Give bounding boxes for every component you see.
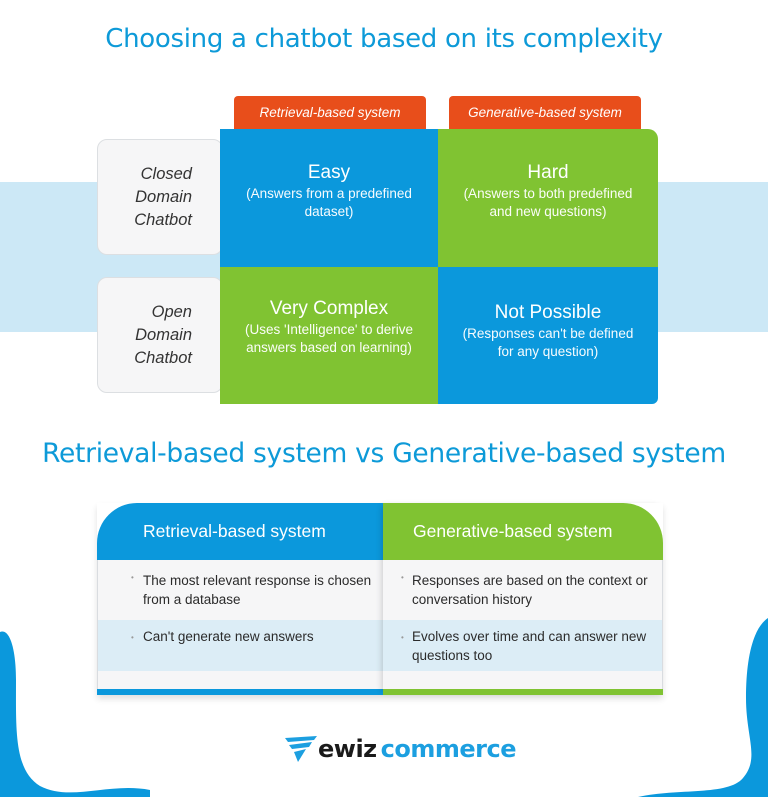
row-label-line: Open [151,302,192,321]
row-label-line: Domain [135,325,192,344]
ewizcommerce-logo: ewiz commerce [284,733,517,765]
cell-heading: Not Possible [494,302,602,323]
logo-text-ewiz: ewiz [318,735,377,763]
point-text: Responses are based on the context or co… [412,573,648,607]
comparison-point: • The most relevant response is chosen f… [97,560,383,620]
comparison-spacer [383,671,663,689]
matrix-cell-hard: Hard (Answers to both predefined and new… [438,129,658,267]
comparison-table: Retrieval-based system • The most releva… [97,503,663,695]
row-label-line: Chatbot [134,348,192,367]
comparison-point: • Can't generate new answers [97,620,383,671]
row-label-line: Chatbot [134,210,192,229]
bullet-icon: • [401,573,404,582]
divider [97,560,98,689]
page-title: Choosing a chatbot based on its complexi… [105,24,663,54]
comparison-spacer [97,671,383,689]
logo-text-commerce: commerce [380,735,517,763]
complexity-matrix: Easy (Answers from a predefined dataset)… [220,129,658,404]
row-label-line: Domain [135,187,192,206]
comparison-point: • Responses are based on the context or … [383,560,663,620]
column-header-generative: Generative-based system [449,96,641,129]
matrix-cell-not-possible: Not Possible (Responses can't be defined… [438,267,658,404]
row-label-line: Closed [140,164,192,183]
bullet-icon: • [131,633,134,642]
column-header-retrieval: Retrieval-based system [234,96,426,129]
comparison-column-retrieval: Retrieval-based system • The most releva… [97,503,383,695]
cell-heading: Easy [307,162,351,183]
comparison-column-generative: Generative-based system • Responses are … [383,503,663,695]
comparison-header-retrieval: Retrieval-based system [97,503,383,560]
wave-decoration-right [638,618,768,797]
point-text: Evolves over time and can answer new que… [412,629,647,663]
cell-description: (Answers from a predefined dataset) [246,186,412,219]
row-label-open-domain: Open Domain Chatbot [97,277,223,393]
cell-description: (Answers to both predefined and new ques… [463,186,633,219]
point-text: Can't generate new answers [143,629,314,644]
bullet-icon: • [131,573,134,582]
cell-description: (Uses 'Intelligence' to derive answers b… [245,322,413,355]
point-text: The most relevant response is chosen fro… [143,573,372,607]
swoosh-icon [285,736,317,762]
comparison-footer-bar [383,689,663,695]
matrix-cell-very-complex: Very Complex (Uses 'Intelligence' to der… [220,267,438,404]
matrix-cell-easy: Easy (Answers from a predefined dataset) [220,129,438,267]
cell-heading: Very Complex [269,298,389,319]
comparison-point: • Evolves over time and can answer new q… [383,620,663,671]
row-label-closed-domain: Closed Domain Chatbot [97,139,223,255]
comparison-header-generative: Generative-based system [383,503,663,560]
bullet-icon: • [401,633,404,642]
wave-decoration-left [0,631,150,797]
cell-heading: Hard [527,162,569,183]
section-title: Retrieval-based system vs Generative-bas… [42,438,726,469]
comparison-footer-bar [97,689,383,695]
cell-description: (Responses can't be defined for any ques… [462,326,634,359]
divider [662,560,663,689]
